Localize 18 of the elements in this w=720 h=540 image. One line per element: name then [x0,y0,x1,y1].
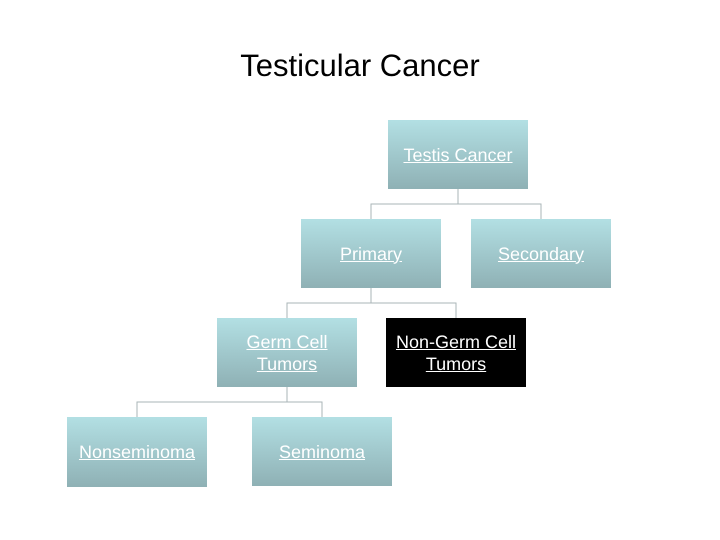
box-label: Nonseminoma [78,441,196,463]
category-box [386,318,526,387]
box-label: Seminoma [278,440,366,462]
category-box [252,417,392,486]
category-box [67,417,207,487]
box-label: Primary [340,242,402,264]
connector-line [370,288,456,318]
category-box [388,120,528,189]
box-label: Testis Cancer [403,144,513,166]
category-box [217,318,357,387]
box-label: Germ Cell Tumors [245,330,328,374]
category-box [471,219,611,288]
connector-line [286,386,322,418]
title: Testicular Cancer [239,48,481,84]
connector-line [458,188,542,220]
box-label: Secondary [498,242,584,264]
category-box [301,219,441,288]
box-label: Non-Germ Cell Tumors [394,330,518,374]
